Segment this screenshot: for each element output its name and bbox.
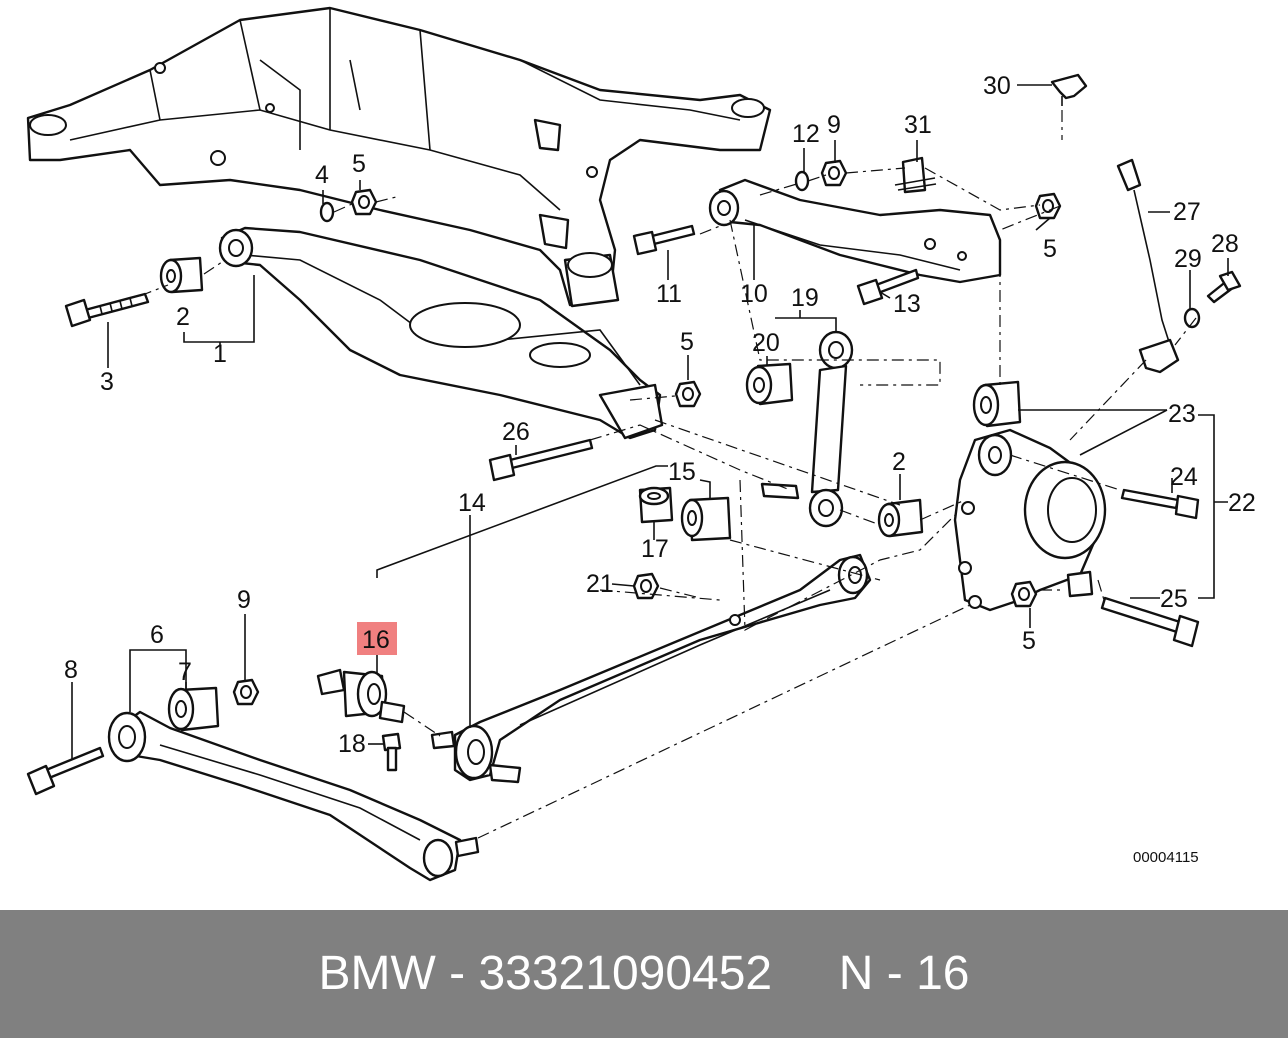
callout-12: 12 <box>792 120 820 148</box>
bushing-23 <box>972 380 1022 428</box>
callout-19: 19 <box>791 284 819 312</box>
bolt-13 <box>856 268 920 306</box>
washer-4 <box>319 201 335 223</box>
callout-3: 3 <box>100 368 114 396</box>
callout-27: 27 <box>1173 198 1201 226</box>
callout-2: 2 <box>892 448 906 476</box>
nut-9-lower <box>232 678 260 706</box>
bolt-18 <box>381 732 402 772</box>
rear-suspension-exploded-diagram: 1 2 3 4 5 26 5 11 10 12 9 13 31 30 5 19 … <box>26 6 1256 882</box>
callout-5: 5 <box>680 328 694 356</box>
clamp-31 <box>894 156 937 194</box>
callout-5: 5 <box>1043 235 1057 263</box>
callout-20: 20 <box>752 329 780 357</box>
callout-labels: 1 2 3 4 5 26 5 11 10 12 9 13 31 30 5 19 … <box>64 72 1256 866</box>
callout-31: 31 <box>904 111 932 139</box>
callout-5: 5 <box>352 150 366 178</box>
callout-29: 29 <box>1174 245 1202 273</box>
callout-2: 2 <box>176 303 190 331</box>
nut-5-right <box>1034 192 1062 220</box>
callout-7: 7 <box>178 658 192 686</box>
footer-bar: BMW - 33321090452 N - 16 <box>0 910 1288 1038</box>
link-19 <box>760 330 854 528</box>
callout-25: 25 <box>1160 585 1188 613</box>
callout-1: 1 <box>213 340 227 368</box>
part-number-caption: BMW - 33321090452 N - 16 <box>318 947 970 1000</box>
callout-9: 9 <box>827 111 841 139</box>
callout-11: 11 <box>656 280 682 308</box>
rear-subframe <box>26 6 772 308</box>
callout-16-highlight <box>357 622 397 655</box>
washer-29 <box>1183 307 1201 329</box>
callout-6: 6 <box>150 621 164 649</box>
bolt-25 <box>1100 596 1200 648</box>
callout-28: 28 <box>1211 230 1239 258</box>
nut-9-upper <box>820 159 848 187</box>
nut-21 <box>632 572 660 600</box>
nut-5-middle <box>674 380 702 408</box>
washer-12 <box>794 170 810 192</box>
callout-14: 14 <box>458 489 486 517</box>
bushing-20 <box>745 362 794 406</box>
callout-22: 22 <box>1228 489 1256 517</box>
callout-16: 16 <box>362 626 390 654</box>
bushing-16 <box>316 668 406 724</box>
sensor-lead-27 <box>1116 158 1180 374</box>
bushing-2-right <box>877 498 924 538</box>
callout-21: 21 <box>586 570 614 598</box>
wheel-carrier <box>953 428 1107 612</box>
bushing-7 <box>167 686 220 732</box>
bolt-28 <box>1206 270 1242 304</box>
bolt-26 <box>488 438 594 482</box>
callout-15: 15 <box>668 458 696 486</box>
callout-30: 30 <box>983 72 1011 100</box>
callout-8: 8 <box>64 656 78 684</box>
bolt-24 <box>1120 488 1200 520</box>
trailing-link-14 <box>430 553 872 784</box>
bolt-11 <box>632 224 696 256</box>
callout-9: 9 <box>237 586 251 614</box>
diagram-code: 00004115 <box>1133 849 1199 866</box>
callout-10: 10 <box>740 280 768 308</box>
callout-17: 17 <box>641 535 669 563</box>
nut-5-lower <box>1010 580 1038 608</box>
callout-4: 4 <box>315 161 329 189</box>
nut-5-upper <box>350 188 378 216</box>
callout-5: 5 <box>1022 627 1036 655</box>
callout-18: 18 <box>338 730 366 758</box>
semi-trailing-arm <box>218 226 664 440</box>
callout-13: 13 <box>893 290 921 318</box>
bushing-15 <box>680 496 732 542</box>
callout-24: 24 <box>1170 463 1198 491</box>
lower-arm-6 <box>107 710 480 882</box>
bushing-17 <box>638 486 674 524</box>
bushing-2-left <box>159 256 204 294</box>
assembly-lines <box>139 110 1197 839</box>
bolt-3 <box>64 292 150 328</box>
callout-23: 23 <box>1168 400 1196 428</box>
callout-26: 26 <box>502 418 530 446</box>
clip-30 <box>1050 73 1088 106</box>
leader-lines <box>71 84 1229 760</box>
bolt-8 <box>26 746 105 796</box>
